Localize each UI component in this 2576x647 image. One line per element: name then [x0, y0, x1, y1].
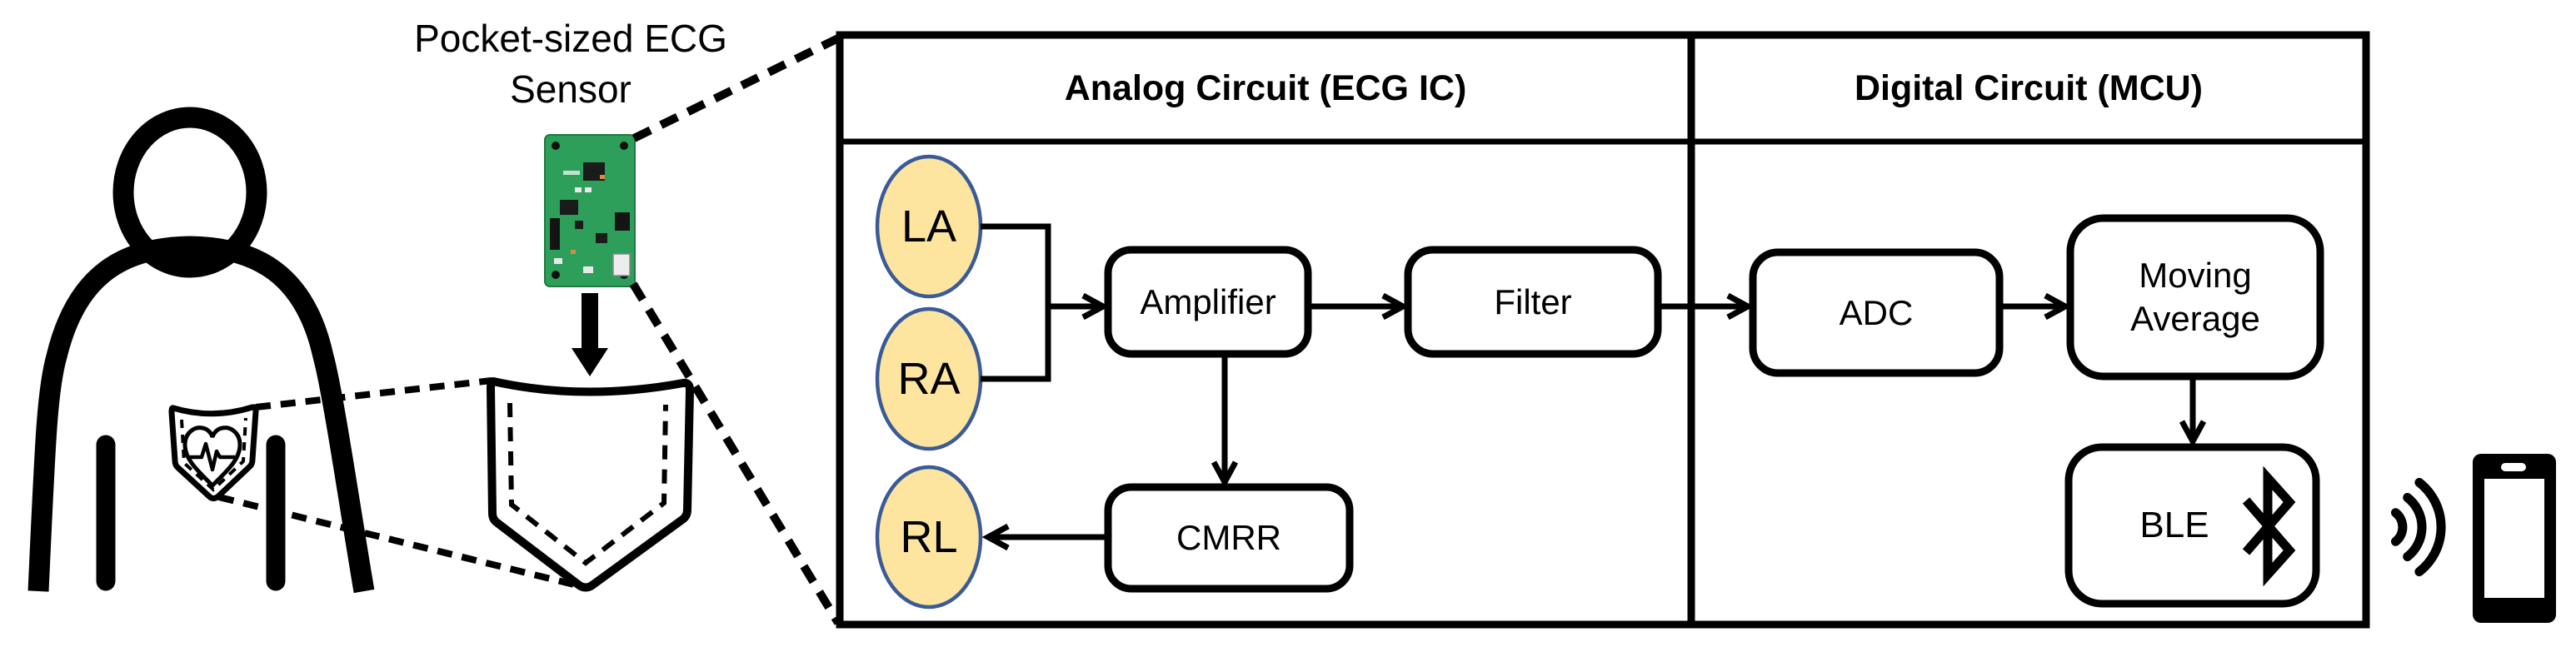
smartphone-icon	[2473, 454, 2556, 623]
bluetooth-icon	[2242, 465, 2296, 587]
block-ble-shape	[2064, 443, 2320, 608]
electrode-rl-shape	[875, 465, 983, 610]
electrode-rl-label: RL	[900, 512, 958, 562]
block-amplifier-label: Amplifier	[1140, 281, 1276, 321]
block-ble-label: BLE	[2139, 505, 2209, 545]
block-amplifier-shape	[1104, 246, 1312, 358]
signal-waves-icon	[2391, 477, 2446, 577]
sensor-callout-lines	[629, 34, 842, 625]
block-cmrr-shape	[1104, 483, 1354, 593]
magnified-pocket	[487, 377, 694, 592]
block-filter-shape	[1404, 246, 1662, 358]
section-header-analog: Analog Circuit (ECG IC)	[1064, 67, 1467, 108]
la-join-line	[981, 223, 1051, 382]
pocket-callout-lines	[218, 377, 582, 590]
magnified-pocket-stitching	[507, 402, 668, 566]
block-cmrr-label: CMRR	[1176, 518, 1281, 557]
heart-ecg-icon	[182, 426, 242, 489]
section-header-digital: Digital Circuit (MCU)	[1854, 67, 2204, 108]
chest-pocket-stitching	[180, 417, 247, 492]
electrode-ra-label: RA	[897, 354, 961, 404]
person-torso	[27, 236, 375, 594]
connector-lines	[981, 223, 2207, 551]
block-movingavg-shape	[2066, 214, 2324, 381]
block-adc-shape	[1749, 248, 2004, 377]
block-movingavg-label: Moving Average	[2130, 255, 2260, 339]
diagram-frame	[836, 31, 2370, 629]
chest-pocket	[168, 404, 259, 501]
block-adc-label: ADC	[1839, 292, 1914, 332]
electrode-la-label: LA	[901, 202, 957, 251]
sensor-to-pocket-arrow	[572, 293, 608, 376]
person-head	[112, 107, 267, 278]
process-blocks	[1104, 214, 2324, 608]
electrodes	[875, 154, 983, 610]
sensor-label: Pocket-sized ECG Sensor	[414, 17, 727, 111]
magnified-pocket-outline	[487, 377, 694, 592]
block-filter-label: Filter	[1494, 281, 1572, 321]
person-figure	[27, 107, 375, 594]
ecg-sensor-pcb	[544, 134, 636, 287]
